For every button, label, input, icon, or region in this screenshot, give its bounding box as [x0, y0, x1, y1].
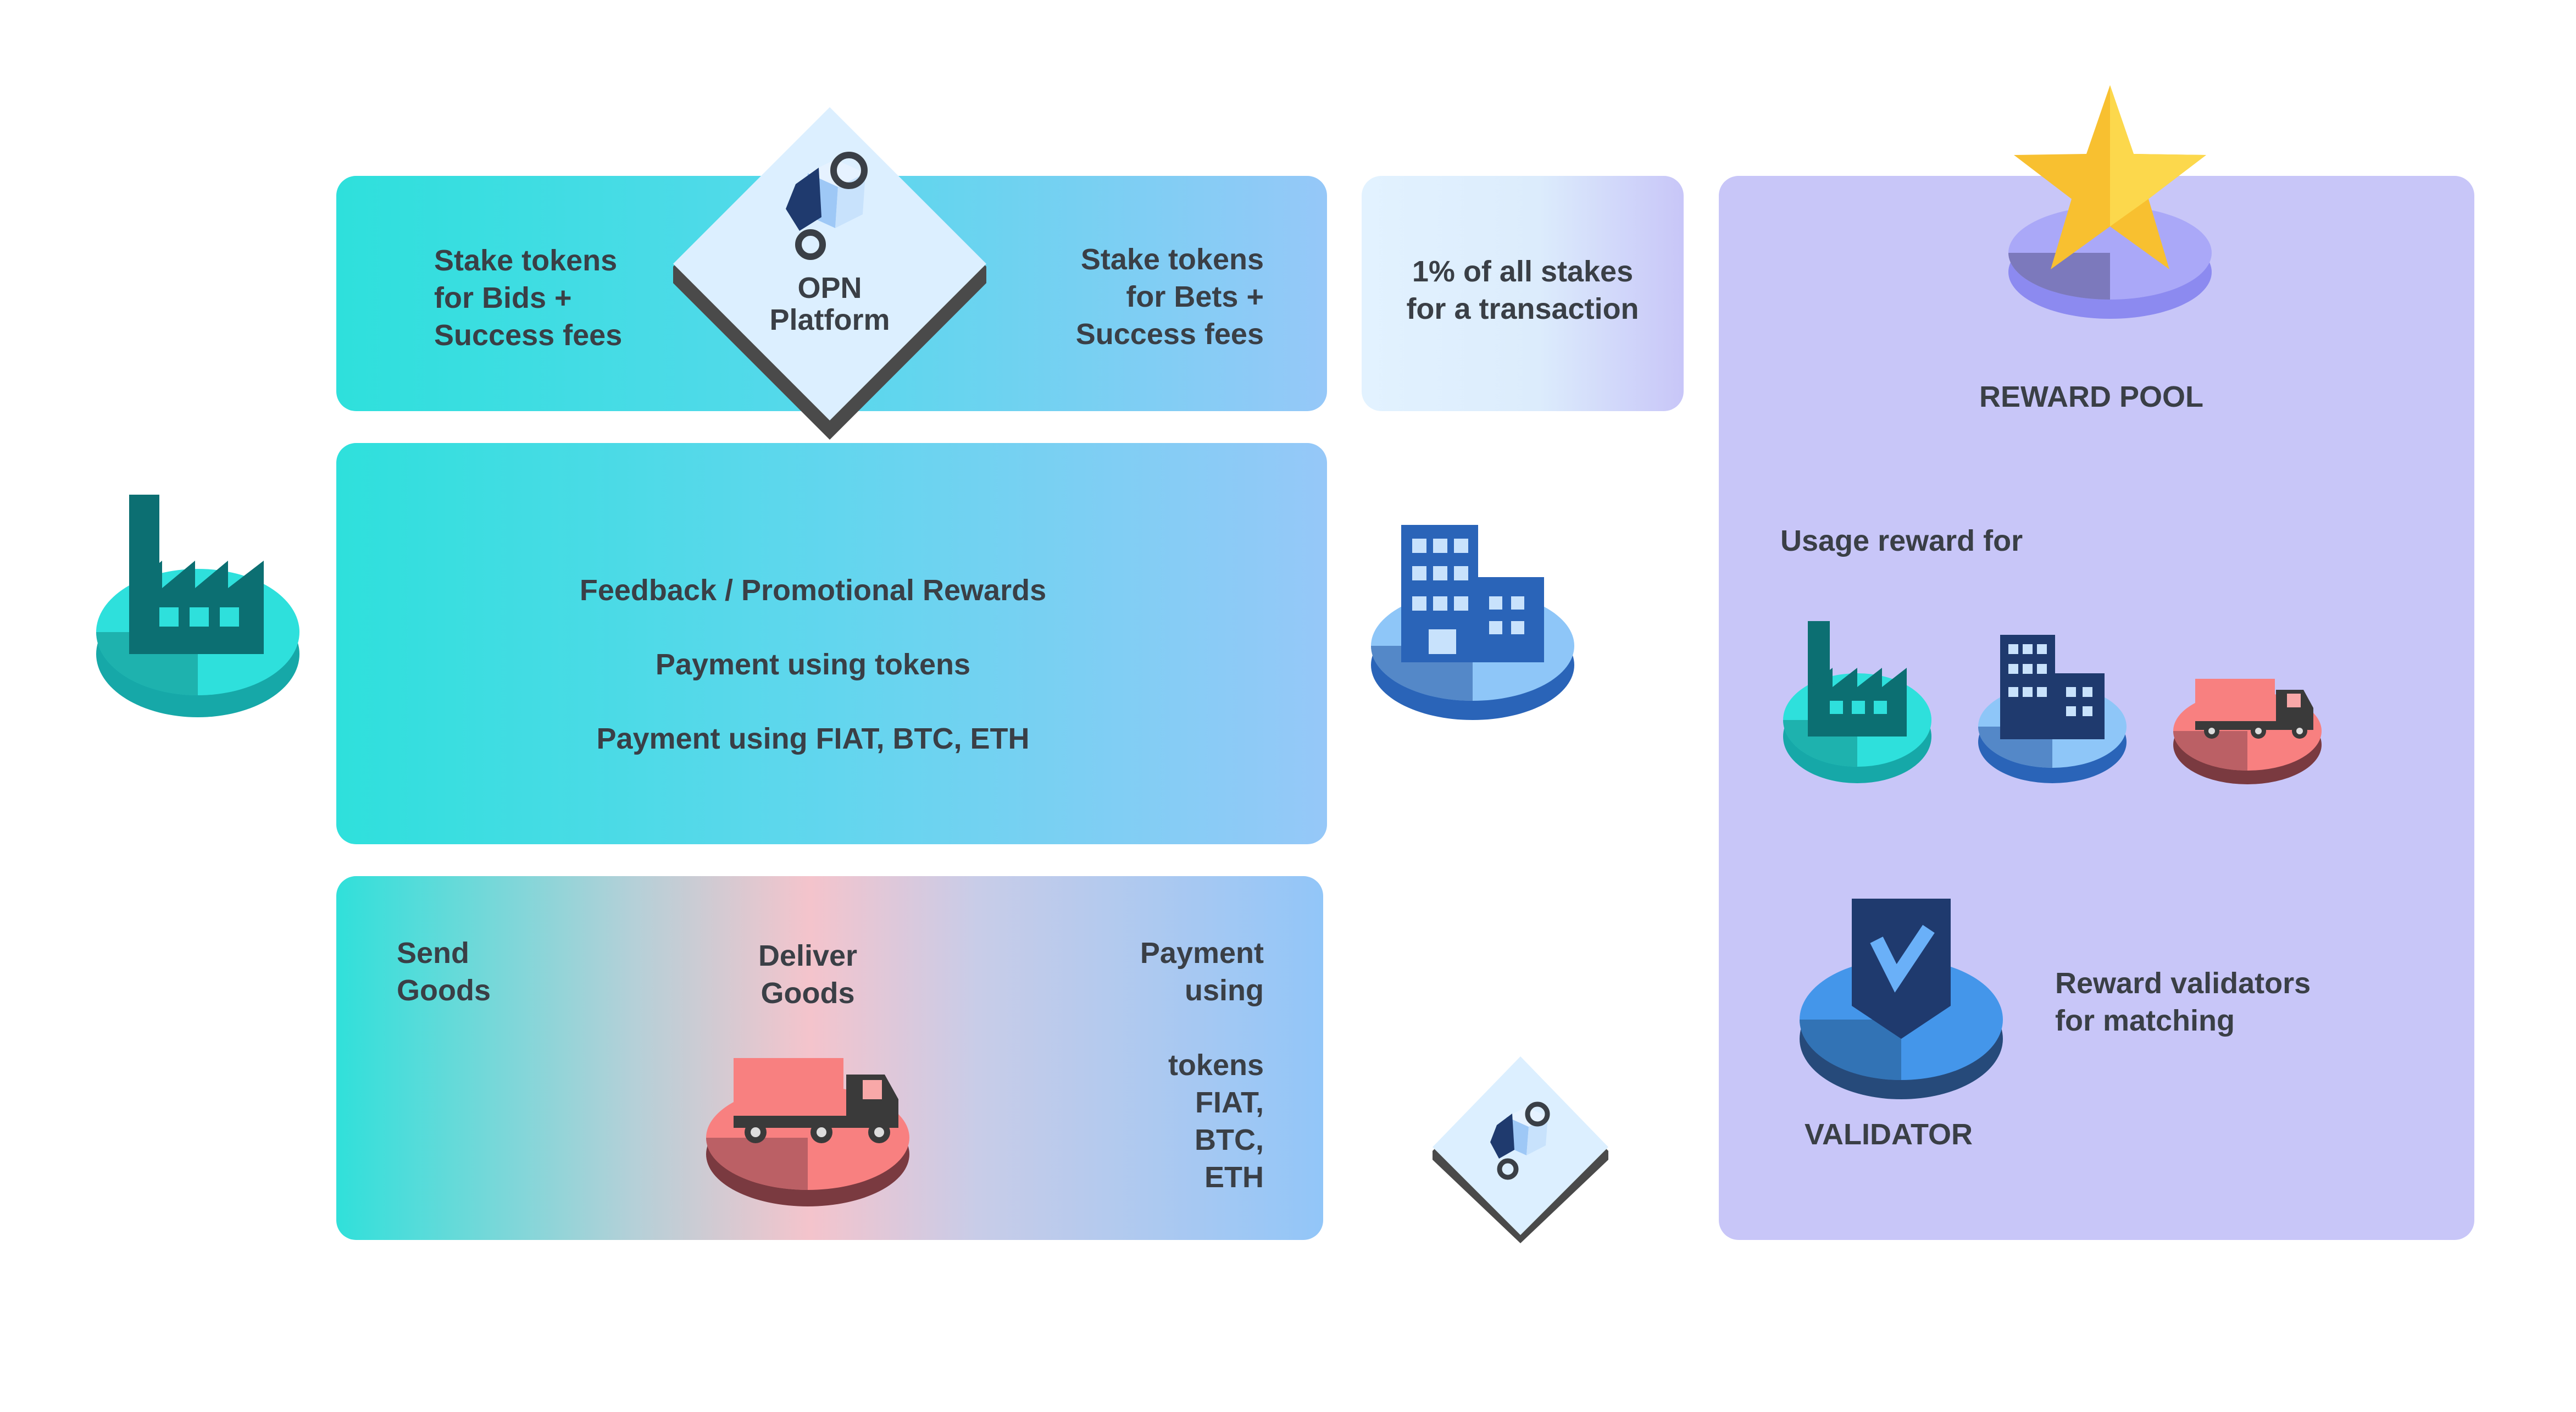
opn-platform-diamond: [670, 107, 989, 448]
factory-icon: [93, 495, 302, 726]
validator-shield-icon: [1794, 896, 2008, 1105]
factory-small-icon: [1780, 618, 1934, 786]
cube-lock-icon: [786, 152, 868, 260]
feedback-rewards-text: Feedback / Promotional Rewards: [579, 574, 1047, 607]
truck-small-icon: [2170, 676, 2324, 786]
payment-panel: [336, 443, 1327, 844]
cube-lock-icon: [1490, 1101, 1550, 1180]
stake-fee-text: 1% of all stakes for a transaction: [1406, 255, 1639, 325]
office-building-icon: [1368, 519, 1577, 723]
reward-validators-text: Reward validators for matching: [2055, 967, 2311, 1037]
payment-using-text: Payment using tokens FIAT, BTC, ETH: [1140, 937, 1264, 1194]
opn-platform-label: OPN Platform: [769, 272, 890, 336]
stake-bids-text: Stake tokens for Bids + Success fees: [434, 244, 623, 352]
deliver-goods-text: Deliver Goods: [758, 939, 858, 1010]
send-goods-text: Send Goods: [397, 937, 491, 1007]
usage-reward-label: Usage reward for: [1780, 524, 2023, 557]
payment-fiat-text: Payment using FIAT, BTC, ETH: [596, 722, 1030, 755]
delivery-truck-icon: [703, 1053, 912, 1206]
payment-tokens-text: Payment using tokens: [655, 648, 971, 681]
stake-bets-text: Stake tokens for Bets + Success fees: [1075, 243, 1264, 351]
office-building-small-icon: [1975, 632, 2129, 786]
validator-label: VALIDATOR: [1805, 1118, 1973, 1151]
star-icon: [2000, 82, 2220, 324]
stake-fee-panel: [1362, 176, 1684, 411]
reward-pool-title: REWARD POOL: [1979, 380, 2204, 413]
opn-token-diamond: [1430, 1056, 1611, 1243]
